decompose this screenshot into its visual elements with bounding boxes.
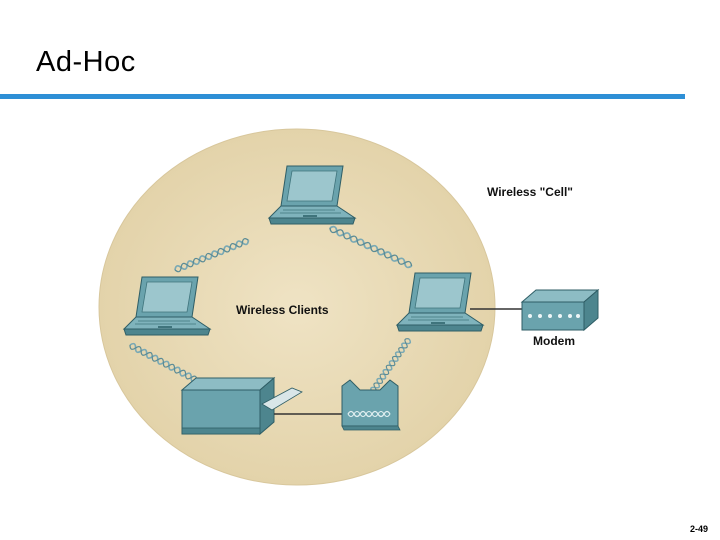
wireless-cell-label: Wireless "Cell" bbox=[487, 185, 573, 199]
page-number: 2-49 bbox=[689, 524, 708, 534]
wireless-adapter-icon bbox=[341, 379, 401, 431]
wireless-clients-label: Wireless Clients bbox=[236, 303, 329, 317]
modem-icon bbox=[520, 288, 600, 332]
slide-title: Ad-Hoc bbox=[36, 46, 136, 78]
modem-label: Modem bbox=[533, 334, 575, 348]
title-underline bbox=[0, 94, 685, 99]
printer-icon bbox=[180, 376, 303, 436]
